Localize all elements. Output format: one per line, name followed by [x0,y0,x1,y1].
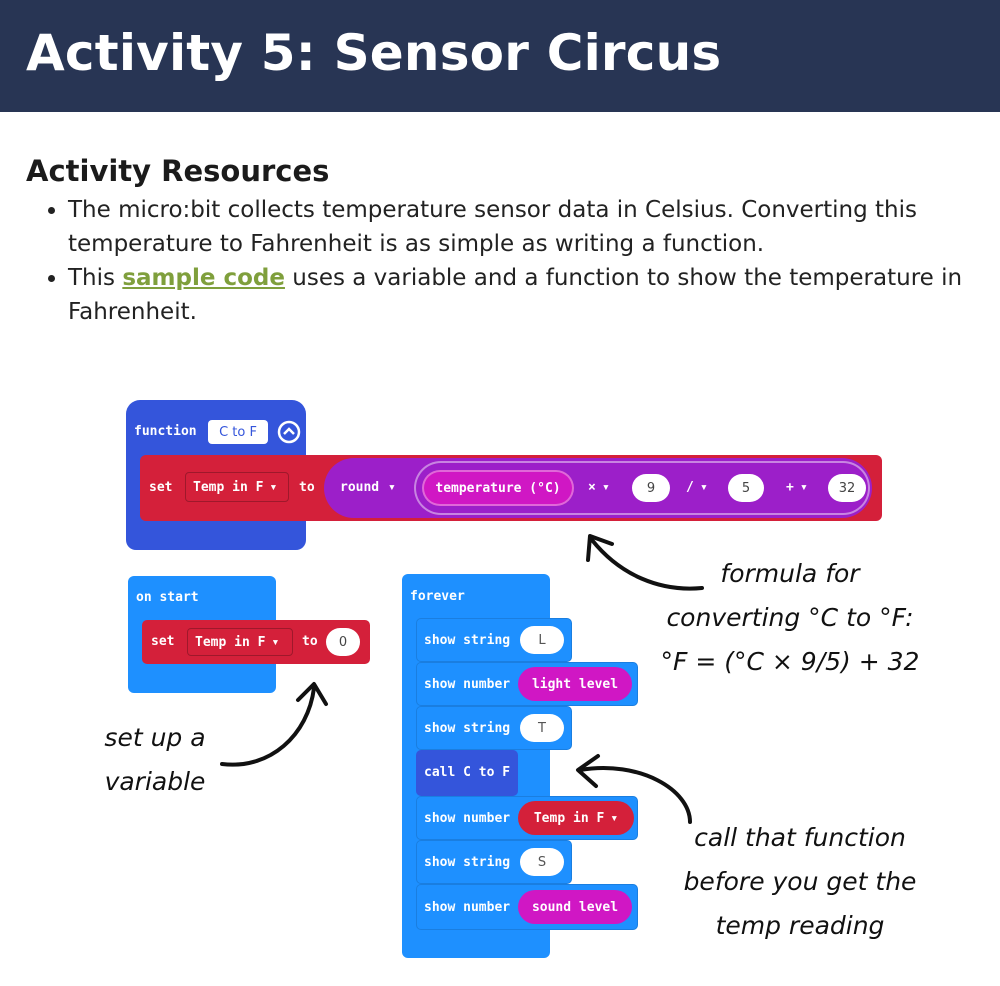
dropdown-arrow-icon: ▾ [271,634,280,650]
call-arrow [578,766,692,824]
command-label: show number [424,811,511,826]
note-line: converting °C to °F: [666,603,914,632]
sample-code-link[interactable]: sample code [122,265,285,291]
call-function-label: call C to F [424,765,511,780]
command-label: show string [424,633,511,648]
note-line: °F = (°C × 9/5) + 32 [660,647,920,676]
string-value[interactable]: L [520,626,564,654]
formula-arrowhead [586,534,614,562]
command-label: show number [424,677,511,692]
note-line: temp reading [715,911,885,940]
light-level-reporter[interactable]: light level [518,667,632,701]
set-keyword: set [151,634,175,649]
variable-arrowhead [296,682,328,706]
to-keyword: to [299,480,315,495]
temp-in-f-reporter[interactable]: Temp in F ▾ [518,801,634,835]
variable-label: Temp in F [193,479,264,495]
bullet-text: uses a variable and a function to show t… [68,265,963,325]
bullet-text: This [68,265,123,291]
forever-row-call-function[interactable] [416,750,518,796]
command-label: show string [424,855,511,870]
variable-note: set up a variable [90,716,220,804]
section-title: Activity Resources [26,154,330,188]
dropdown-arrow-icon: ▾ [388,480,396,495]
divide-symbol: / [686,480,694,495]
variable-arrow [220,686,316,767]
nine-value[interactable]: 9 [632,474,670,502]
bullet-item: The micro:bit collects temperature senso… [68,193,988,261]
dropdown-arrow-icon: ▾ [602,480,610,495]
temperature-reporter[interactable]: temperature (°C) [422,470,574,506]
thirtytwo-value[interactable]: 32 [828,474,866,502]
note-line: before you get the [683,867,917,896]
string-value[interactable]: T [520,714,564,742]
command-label: show string [424,721,511,736]
call-arrowhead [576,754,600,788]
note-line: variable [104,767,206,796]
dropdown-arrow-icon: ▾ [700,480,708,495]
page-header: Activity 5: Sensor Circus [0,0,1000,112]
function-name-field[interactable]: C to F [208,420,268,444]
five-value[interactable]: 5 [728,474,764,502]
variable-dropdown[interactable]: Temp in F ▾ [187,628,293,656]
resource-list: The micro:bit collects temperature senso… [40,193,988,329]
collapse-icon[interactable] [277,420,301,444]
variable-label: Temp in F [195,634,266,650]
dropdown-arrow-icon: ▾ [269,479,278,495]
function-keyword: function [134,424,197,439]
on-start-label: on start [136,590,199,605]
dropdown-arrow-icon: ▾ [800,480,808,495]
to-keyword: to [302,634,318,649]
string-value[interactable]: S [520,848,564,876]
set-keyword: set [149,480,173,495]
multiply-symbol: × [588,480,596,495]
note-line: set up a [104,723,206,752]
sound-level-reporter[interactable]: sound level [518,890,632,924]
dropdown-arrow-icon: ▾ [610,810,619,826]
note-line: formula for [720,559,860,588]
round-label: round [340,480,380,495]
call-note: call that function before you get the te… [660,816,940,948]
formula-arrow [590,538,704,591]
command-label: show number [424,900,511,915]
bullet-text: The micro:bit collects temperature senso… [68,197,917,257]
note-line: call that function [694,823,906,852]
page-title: Activity 5: Sensor Circus [26,24,722,82]
forever-label: forever [410,589,465,604]
formula-note: formula for converting °C to °F: °F = (°… [660,552,920,684]
initial-value[interactable]: 0 [326,628,360,656]
plus-symbol: + [786,480,794,495]
bullet-item: This sample code uses a variable and a f… [68,261,988,329]
variable-label: Temp in F [533,810,605,826]
variable-dropdown[interactable]: Temp in F ▾ [185,472,289,502]
